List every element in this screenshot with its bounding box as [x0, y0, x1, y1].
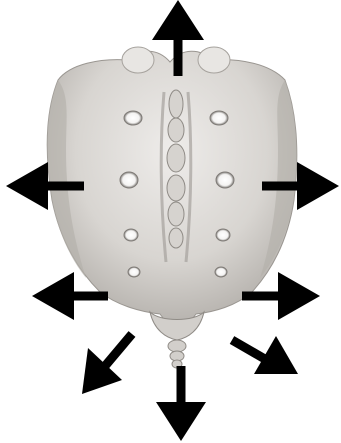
arrow-icon-down — [156, 366, 206, 441]
sacrum-bone-icon — [47, 47, 297, 368]
foramen-left-3 — [124, 229, 138, 241]
foramen-left-1 — [124, 111, 142, 125]
foramen-left-4 — [128, 267, 140, 277]
left-articular-process — [122, 47, 154, 73]
right-articular-process — [198, 47, 230, 73]
arrow-icon-down-right — [232, 336, 298, 374]
foramen-right-4 — [215, 267, 227, 277]
foramen-right-1 — [210, 111, 228, 125]
coccyx — [150, 312, 204, 368]
foramen-left-2 — [120, 172, 138, 188]
foramen-right-2 — [216, 172, 234, 188]
foramen-right-3 — [216, 229, 230, 241]
arrow-icon-down-left — [82, 334, 132, 394]
